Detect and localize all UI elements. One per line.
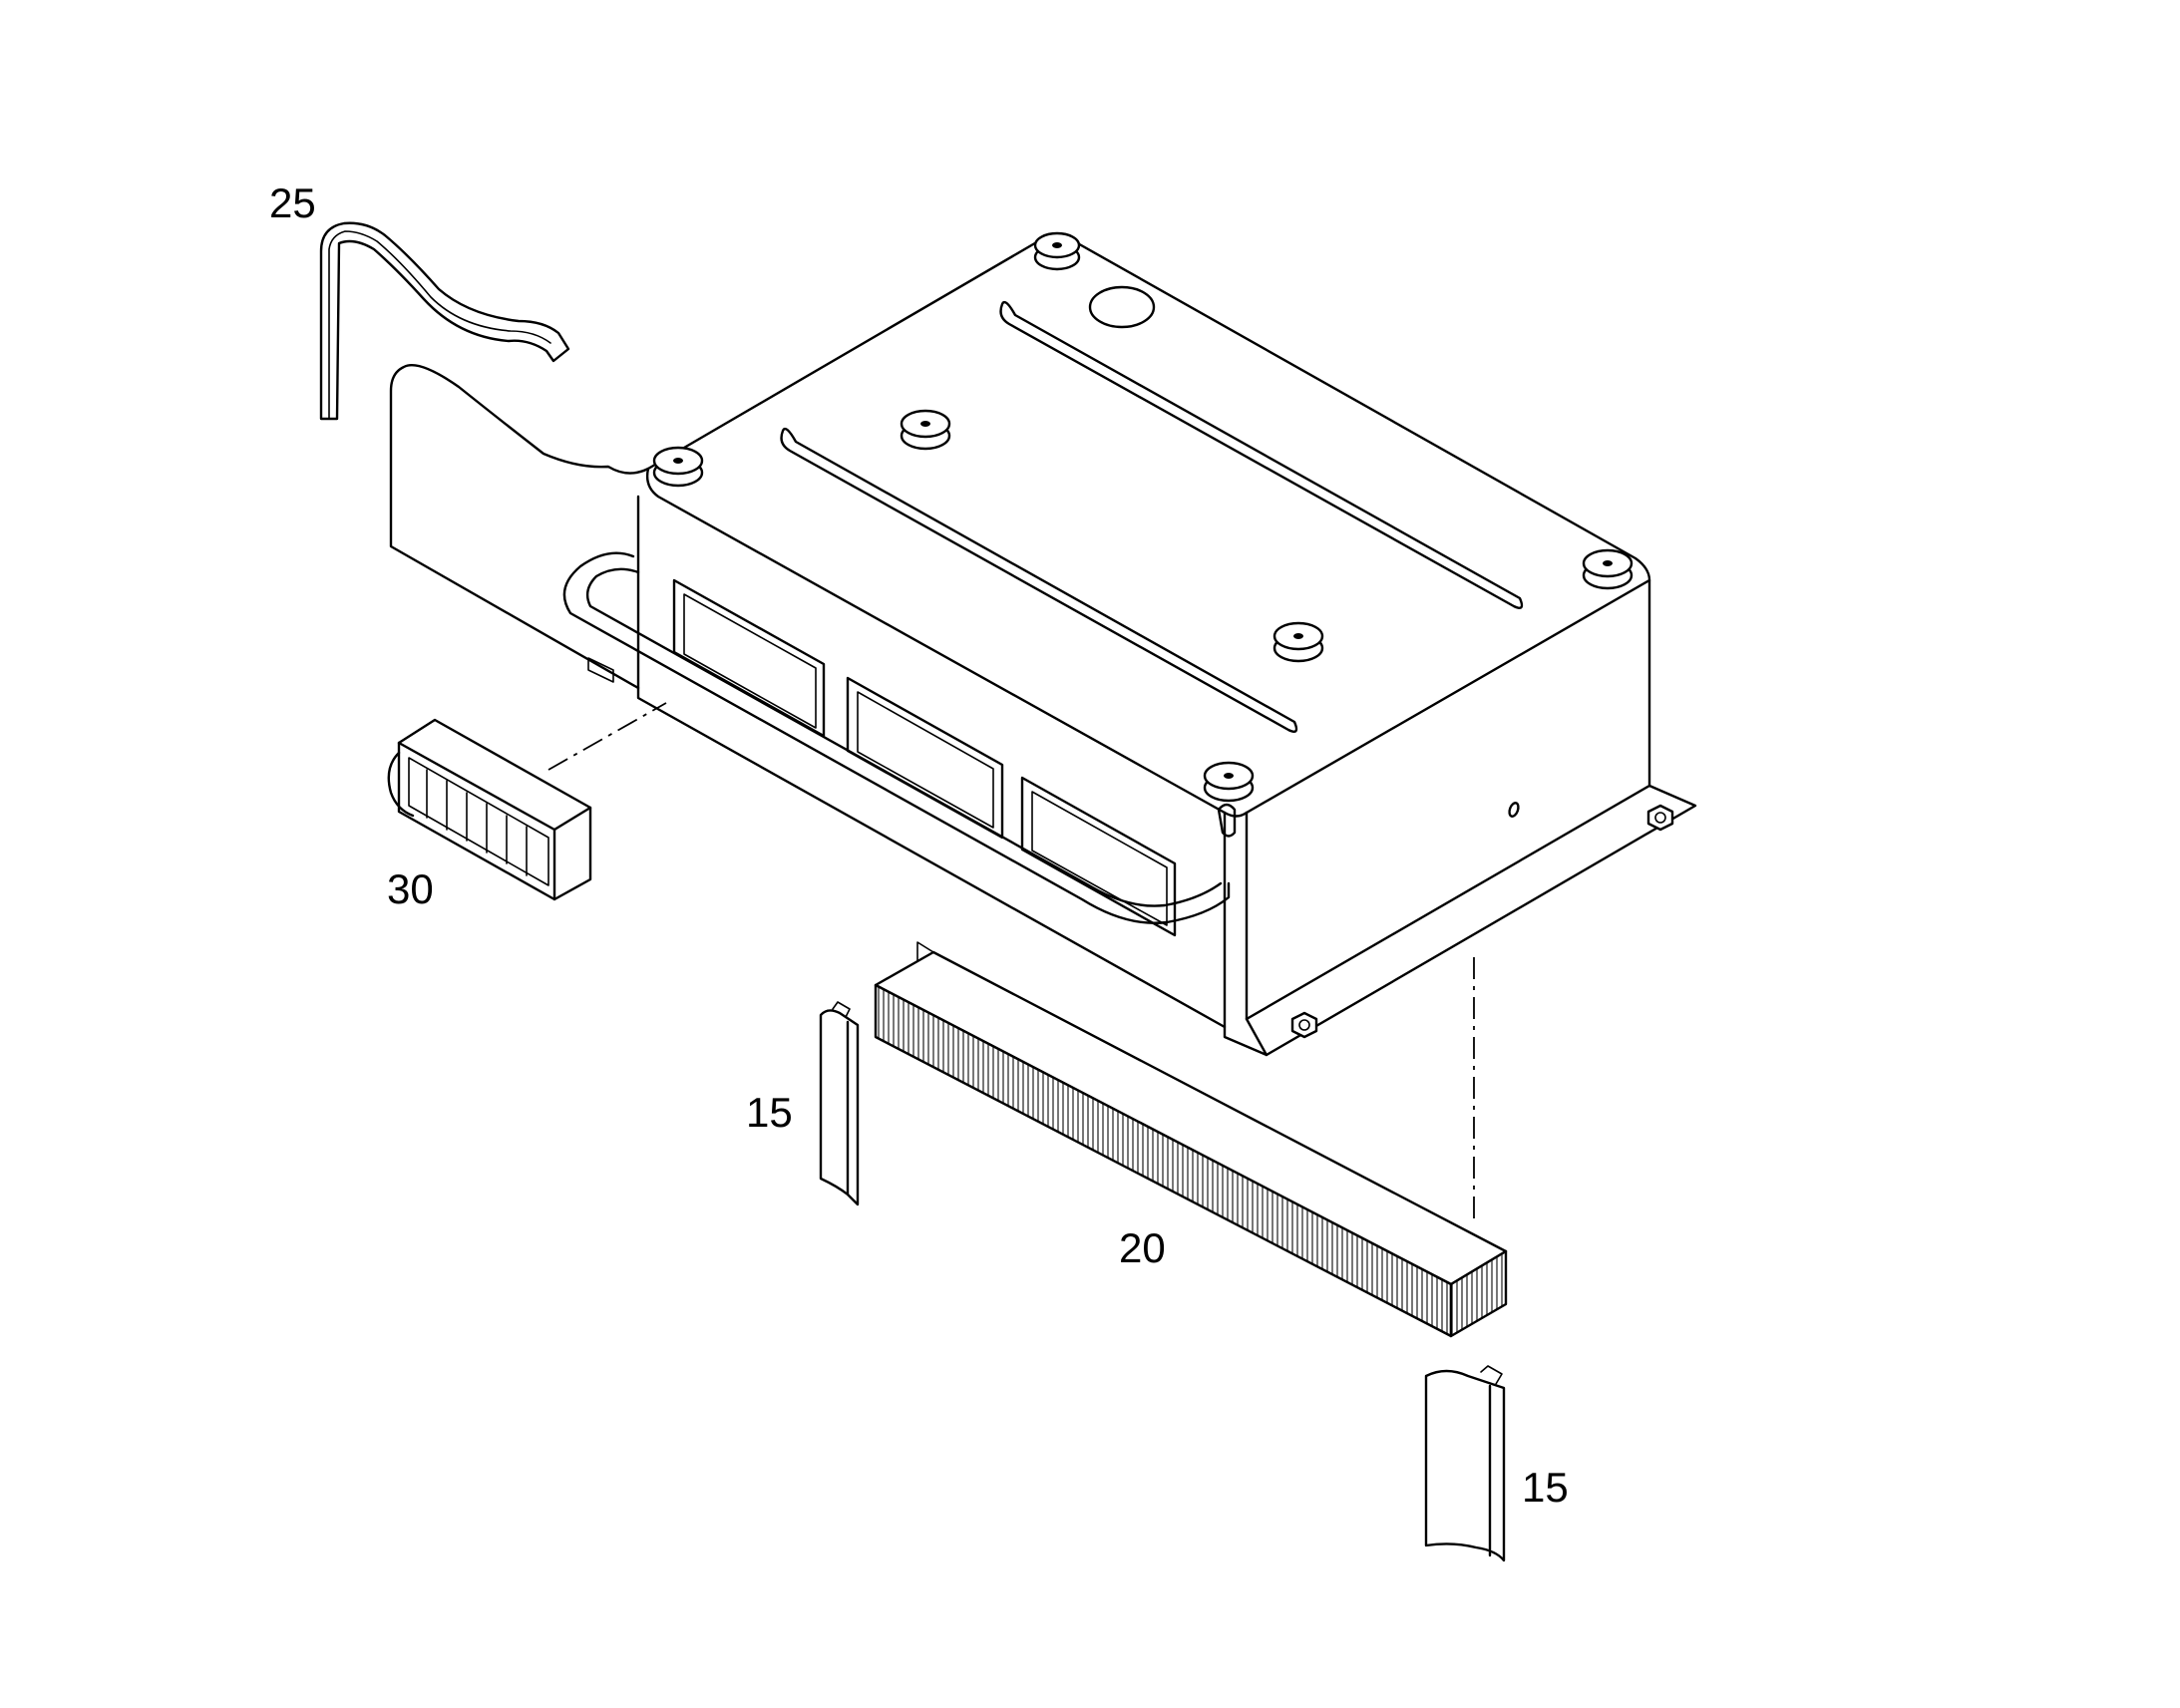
callout-30: 30 — [387, 865, 434, 912]
part-25-bracket — [319, 221, 570, 421]
callouts: 25 30 15 20 15 — [269, 179, 1569, 1511]
callout-15-right: 15 — [1522, 1464, 1569, 1511]
callout-15-left: 15 — [746, 1089, 793, 1136]
alignment-lines — [547, 702, 1475, 1221]
callout-25: 25 — [269, 179, 316, 226]
part-15-right-clip — [1424, 1365, 1506, 1562]
callout-20: 20 — [1119, 1224, 1166, 1271]
mounting-bosses — [652, 231, 1634, 803]
part-30-louvre-vent — [387, 718, 592, 901]
part-20-filter — [874, 941, 1508, 1338]
heater-housing — [389, 231, 1697, 1057]
part-15-left-clip — [819, 1001, 860, 1206]
